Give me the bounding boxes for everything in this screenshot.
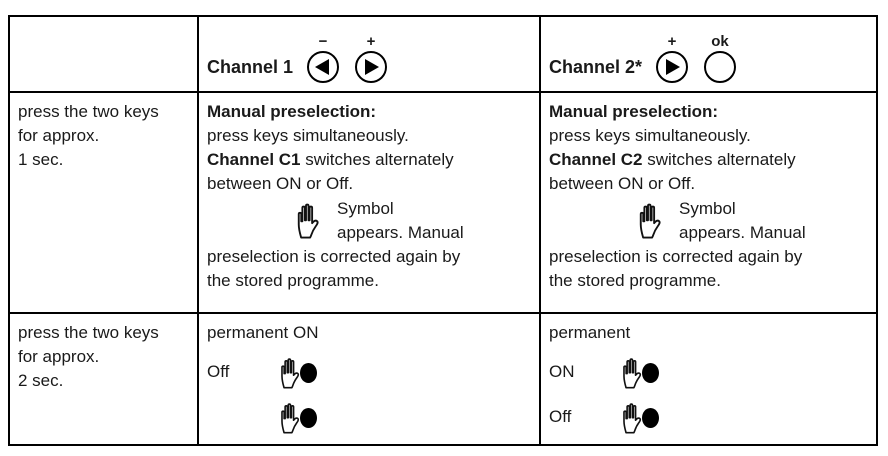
body-text: between ON or Off. [549,174,696,193]
arrow-right-key-icon [355,51,388,83]
filled-dot-icon [300,408,317,428]
action-text: press the two keys [18,323,159,342]
ok-key-label: ok [711,33,729,50]
channel-2-label: Channel 2* [549,57,643,77]
instruction-table: Channel 1 − + Channel 2* + ok p [8,15,878,446]
body-text: permanent ON [207,323,319,342]
action-text: press the two keys [18,102,159,121]
header-channel-1: Channel 1 − + [199,17,541,93]
body-text: the stored programme. [549,271,721,290]
body-text: appears. Manual [337,223,464,242]
header-empty-cell [10,17,199,93]
action-cell-1sec: press the two keys for approx. 1 sec. [10,93,199,314]
hand-symbol-icon [277,356,303,389]
symbol-note: Symbol appears. Manual [293,197,531,245]
channel-1-keys: − + [307,33,388,83]
action-text: 1 sec. [18,150,64,169]
channel-2-permanent-cell: permanent ON Off [541,314,876,444]
body-text: press keys simultaneously. [549,126,751,145]
body-text: appears. Manual [679,223,806,242]
hand-symbol-icon [619,356,645,389]
permanent-off-row: Off [549,399,868,435]
minus-key: − [307,33,340,83]
body-text: Symbol [679,199,736,218]
ok-key: ok [704,33,737,83]
hand-symbol-icon [635,200,665,245]
ok-key-icon [704,51,737,83]
body-text: between ON or Off. [207,174,354,193]
body-text: press keys simultaneously. [207,126,409,145]
channel-1-permanent-cell: permanent ON Off [199,314,541,444]
symbol-note: Symbol appears. Manual [635,197,868,245]
permanent-state-row [207,399,531,435]
manual-preselection-title: Manual preselection: [549,102,719,121]
hand-symbol-icon [277,401,303,434]
plus-key: + [656,33,689,83]
permanent-off-row: Off [207,354,531,390]
body-text: preselection is corrected again by [207,247,461,266]
plus-key-label: + [366,33,376,50]
filled-dot-icon [300,363,317,383]
plus-key: + [355,33,388,83]
body-text: Channel C1 switches alternately [207,150,454,169]
minus-key-label: − [318,33,328,50]
permanent-on-row: ON [549,354,868,390]
off-label: Off [549,407,572,426]
action-text: 2 sec. [18,371,64,390]
channel-2-keys: + ok [656,33,737,83]
action-text: for approx. [18,126,100,145]
manual-preselection-title: Manual preselection: [207,102,377,121]
body-text: preselection is corrected again by [549,247,803,266]
channel-2-preselection-cell: Manual preselection: press keys simultan… [541,93,876,314]
channel-c2-label: Channel C2 [549,150,643,169]
filled-dot-icon [642,363,659,383]
channel-1-label: Channel 1 [207,57,294,77]
body-text: Channel C2 switches alternately [549,150,796,169]
on-label: ON [549,362,575,381]
hand-symbol-icon [293,200,323,245]
hand-symbol-icon [619,401,645,434]
plus-key-label: + [667,33,677,50]
filled-dot-icon [642,408,659,428]
body-text: the stored programme. [207,271,379,290]
arrow-left-key-icon [307,51,340,83]
body-text: permanent [549,323,631,342]
channel-c1-label: Channel C1 [207,150,301,169]
off-label: Off [207,362,230,381]
action-text: for approx. [18,347,100,366]
header-channel-2: Channel 2* + ok [541,17,876,93]
channel-1-preselection-cell: Manual preselection: press keys simultan… [199,93,541,314]
body-text: Symbol [337,199,394,218]
arrow-right-key-icon [656,51,689,83]
action-cell-2sec: press the two keys for approx. 2 sec. [10,314,199,444]
